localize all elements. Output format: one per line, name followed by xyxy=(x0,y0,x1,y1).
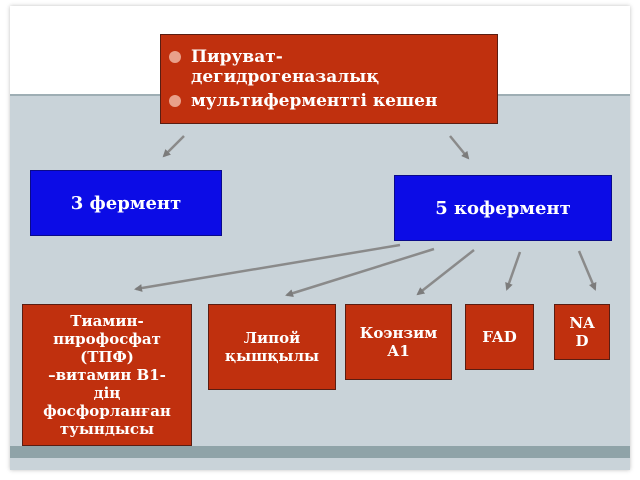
coenzyme-label: 5 кофермент xyxy=(435,197,571,219)
coenzyme-line: қышқылы xyxy=(224,347,320,365)
coenzyme-coa-box: Коэнзим А1 xyxy=(345,304,452,380)
arrow-to-tpp xyxy=(134,243,401,292)
bullet-icon xyxy=(169,95,181,107)
coenzyme-coa-text: Коэнзим А1 xyxy=(360,324,438,360)
coenzyme-line: Коэнзим xyxy=(359,324,438,342)
coenzyme-line: дің xyxy=(93,384,121,402)
title-row-1: Пируват- xyxy=(169,47,283,67)
coenzyme-line: FAD xyxy=(482,328,517,346)
coenzyme-line: Тиамин- xyxy=(70,312,144,330)
coenzyme-line: (ТПФ) xyxy=(80,348,134,366)
coenzyme-box: 5 кофермент xyxy=(394,175,612,241)
complex-title-box: Пируват- дегидрогеназалық мультиферментт… xyxy=(160,34,498,124)
coenzyme-lipoic-text: Липой қышқылы xyxy=(225,329,319,365)
arrow-to-nad xyxy=(577,250,597,291)
coenzyme-tpp-text: Тиамин- пирофосфат (ТПФ) –витамин В1- ді… xyxy=(43,312,171,438)
coenzyme-tpp-box: Тиамин- пирофосфат (ТПФ) –витамин В1- ді… xyxy=(22,304,192,446)
coenzyme-line: D xyxy=(575,332,589,350)
coenzyme-nad-box: NA D xyxy=(554,304,610,360)
slide-bottom-stripe-light xyxy=(10,458,630,470)
arrow-to-enzyme xyxy=(162,135,185,158)
coenzyme-line: фосфорланған xyxy=(43,402,171,420)
coenzyme-line: Липой xyxy=(243,329,301,347)
arrow-to-lipoic xyxy=(285,247,435,298)
coenzyme-line: А1 xyxy=(387,342,410,360)
title-row-2: дегидрогеназалық xyxy=(169,67,379,87)
coenzyme-lipoic-box: Липой қышқылы xyxy=(208,304,336,390)
coenzyme-line: –витамин В1- xyxy=(48,366,166,384)
title-line-3: мультиферментті кешен xyxy=(191,91,438,111)
title-line-2: дегидрогеназалық xyxy=(191,67,379,87)
coenzyme-nad-text: NA D xyxy=(569,314,594,350)
arrow-to-coenzyme xyxy=(449,135,470,160)
coenzyme-fad-box: FAD xyxy=(465,304,534,370)
enzyme-label: 3 фермент xyxy=(70,192,182,214)
arrow-to-fad xyxy=(505,251,522,291)
title-row-3: мультиферментті кешен xyxy=(169,91,437,111)
title-line-1: Пируват- xyxy=(191,47,283,67)
slide-bottom-stripe xyxy=(10,446,630,458)
coenzyme-line: пирофосфат xyxy=(53,330,161,348)
coenzyme-fad-text: FAD xyxy=(482,328,516,346)
coenzyme-line: туындысы xyxy=(59,420,155,438)
bullet-icon xyxy=(169,51,181,63)
enzyme-box: 3 фермент xyxy=(30,170,222,236)
coenzyme-line: NA xyxy=(569,314,595,332)
arrow-to-coa xyxy=(416,249,475,296)
